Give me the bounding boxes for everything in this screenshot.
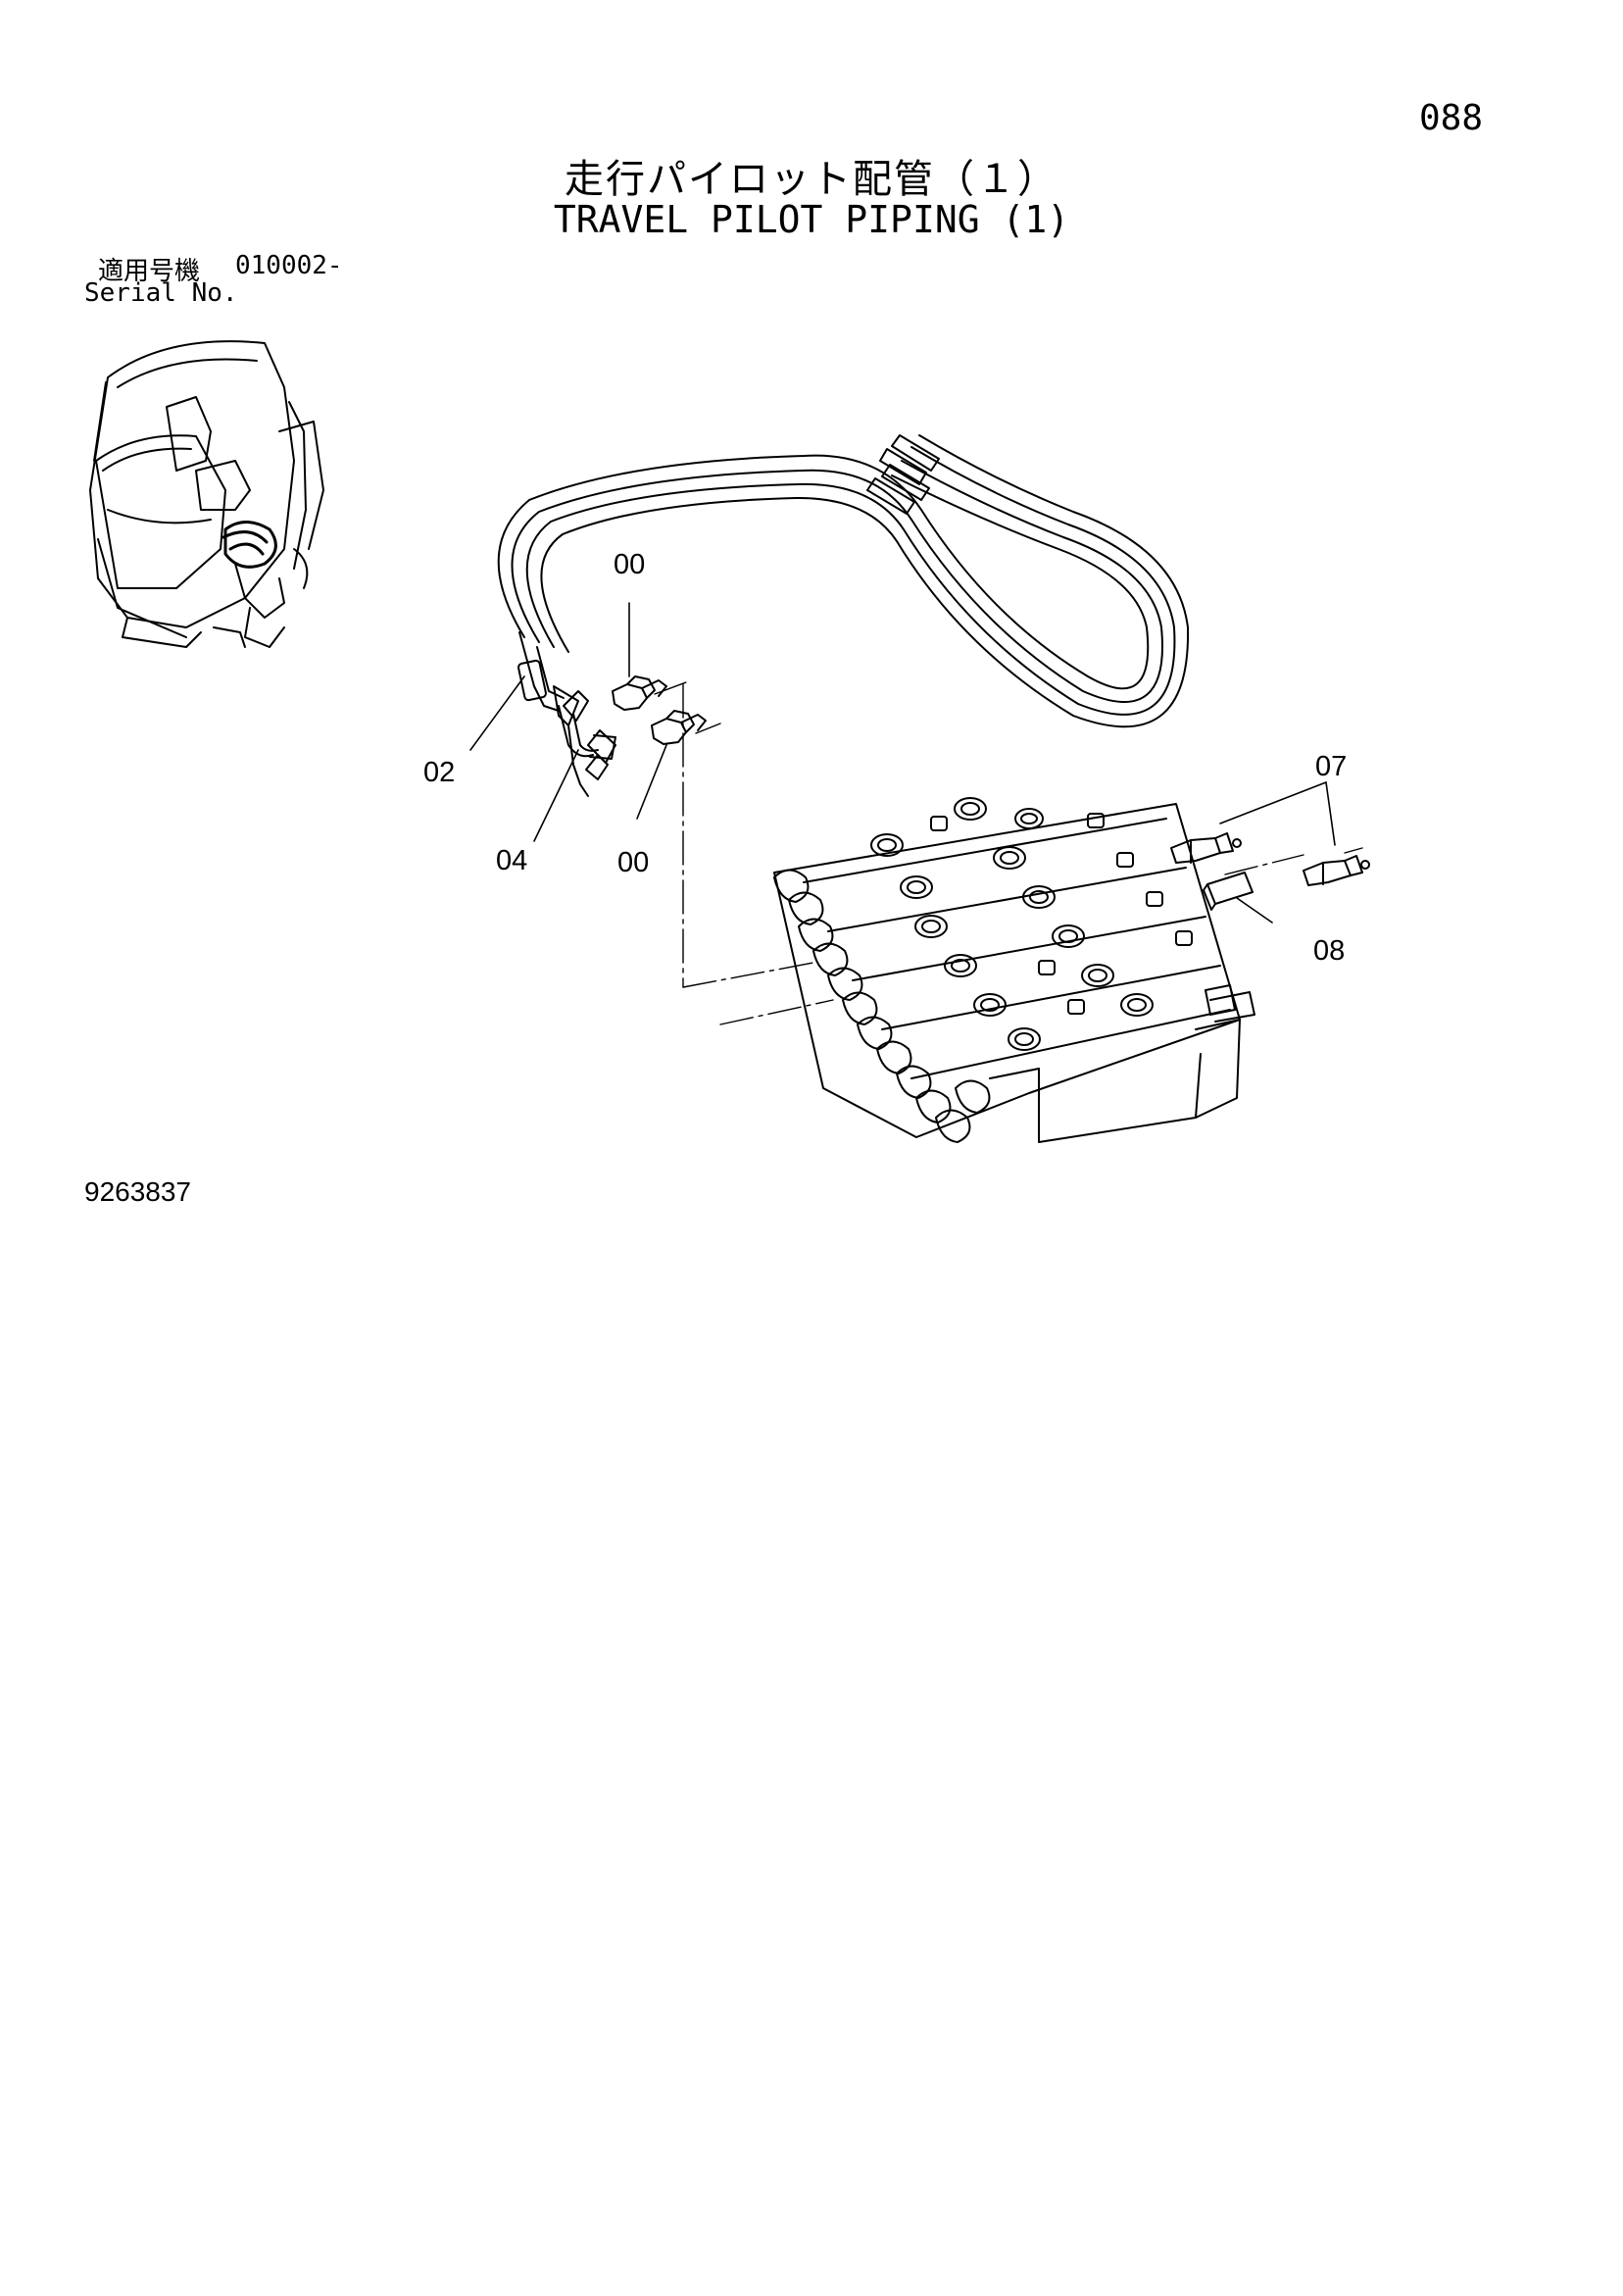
alignment-lines [654, 681, 1363, 1025]
control-valve-block [773, 797, 1255, 1143]
callout-00-bottom: 00 [617, 847, 650, 878]
page-number: 088 [1419, 98, 1484, 138]
serial-label-japanese: 適用号機 [98, 257, 201, 286]
callout-08: 08 [1313, 935, 1346, 967]
machine-overview-illustration [89, 340, 324, 648]
callout-07: 07 [1315, 751, 1348, 782]
serial-range: 010002- [235, 251, 343, 280]
callout-02: 02 [423, 757, 456, 788]
callout-04: 04 [496, 845, 528, 876]
callout-00-top: 00 [614, 549, 646, 580]
serial-label-english: Serial No. [84, 278, 238, 308]
title-japanese: 走行パイロット配管（１） [565, 157, 1058, 202]
callout-leaders [469, 602, 1336, 923]
adapter-fittings [612, 675, 707, 745]
drawing-number: 9263837 [84, 1176, 192, 1207]
title-english: TRAVEL PILOT PIPING (1) [553, 198, 1070, 241]
pilot-hose-assembly [497, 434, 1190, 797]
pressure-sensor-fittings [1170, 832, 1370, 911]
